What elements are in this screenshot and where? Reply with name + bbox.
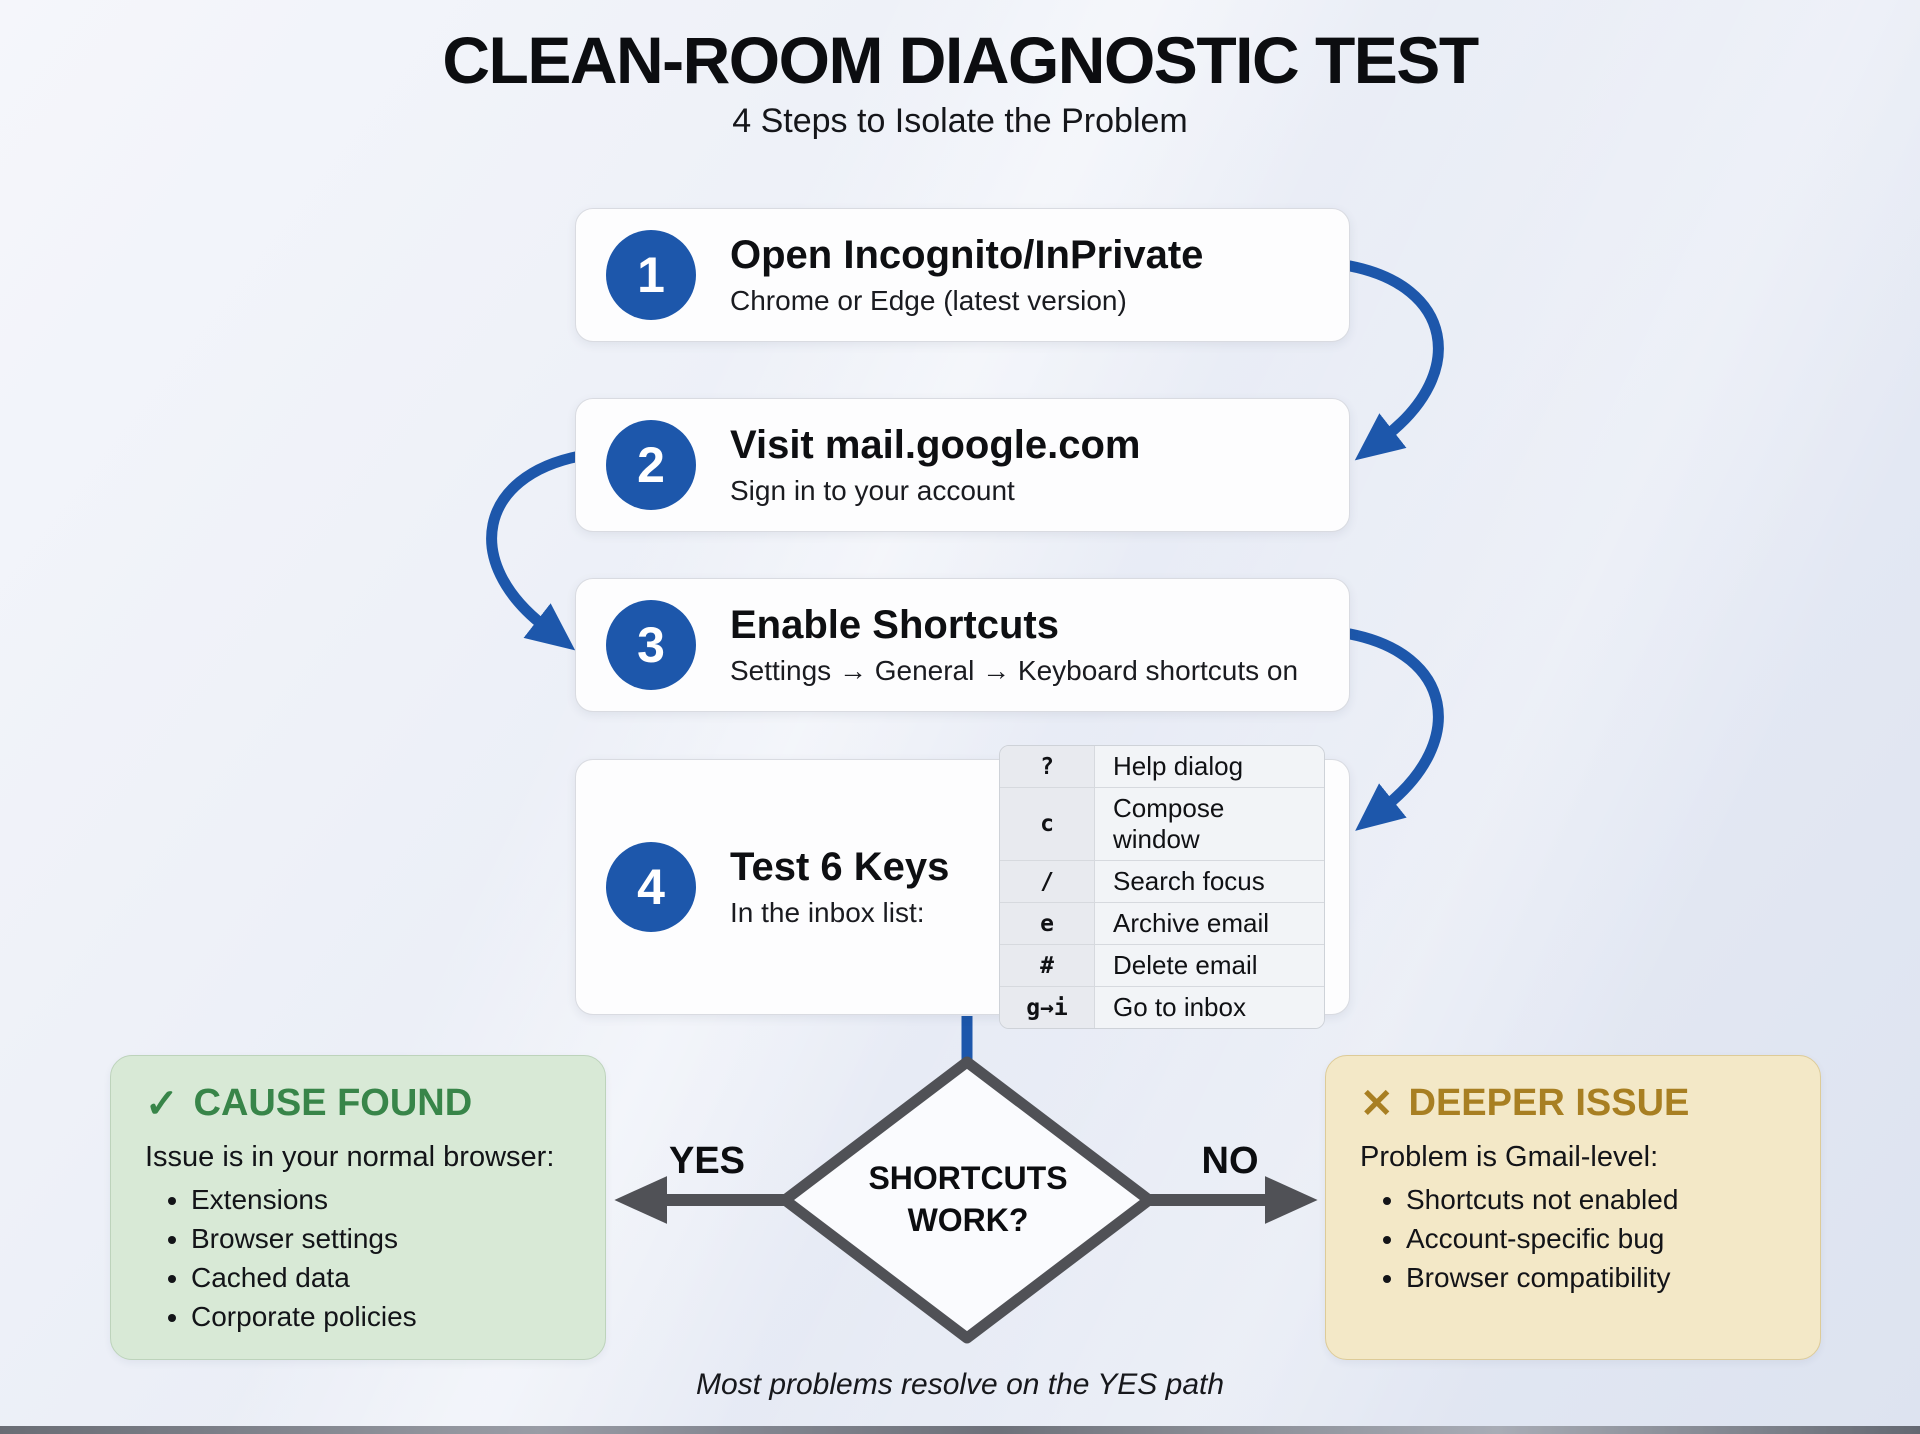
deeper-issue-heading-row: ✕ DEEPER ISSUE <box>1360 1082 1790 1125</box>
step-2-text: Visit mail.google.com Sign in to your ac… <box>730 423 1325 507</box>
shortcut-key: # <box>1000 944 1095 987</box>
deeper-issue-intro: Problem is Gmail-level: <box>1360 1141 1659 1173</box>
check-icon: ✓ <box>145 1081 179 1126</box>
shortcut-row: c Compose window <box>1000 787 1324 861</box>
shortcut-action: Go to inbox <box>1094 986 1324 1028</box>
shortcut-key: ? <box>1000 746 1095 788</box>
step-card-4: 4 Test 6 Keys In the inbox list: ? Help … <box>575 745 1350 1029</box>
x-icon: ✕ <box>1360 1081 1394 1126</box>
page-title: CLEAN-ROOM DIAGNOSTIC TEST <box>442 23 1479 97</box>
step-1-text: Open Incognito/InPrivate Chrome or Edge … <box>730 233 1325 317</box>
cause-found-list: Extensions Browser settings Cached data … <box>145 1184 575 1333</box>
cause-item: Cached data <box>191 1262 575 1294</box>
footer-note: Most problems resolve on the YES path <box>695 1368 1225 1401</box>
shortcut-table: ? Help dialog c Compose window / Search … <box>999 745 1325 1029</box>
shortcut-row: # Delete email <box>1000 944 1324 987</box>
step-4-description: In the inbox list: <box>730 896 925 928</box>
step-3-description: Settings → General → Keyboard shortcuts … <box>730 654 1299 686</box>
shortcut-row: e Archive email <box>1000 902 1324 945</box>
shortcut-key: e <box>1000 902 1095 945</box>
step-3-title: Enable Shortcuts <box>730 603 1059 648</box>
shortcut-action: Help dialog <box>1094 746 1324 788</box>
cause-item: Extensions <box>191 1184 575 1216</box>
connector-arrow-step1-step2 <box>1344 260 1444 461</box>
deeper-issue-list: Shortcuts not enabled Account-specific b… <box>1360 1184 1790 1294</box>
deeper-issue-heading: DEEPER ISSUE <box>1408 1082 1690 1124</box>
bottom-edge-artifact <box>0 1426 1920 1434</box>
step-card-3: 3 Enable Shortcuts Settings → General → … <box>575 578 1350 712</box>
page-subtitle: 4 Steps to Isolate the Problem <box>732 102 1188 140</box>
step-2-title: Visit mail.google.com <box>730 423 1141 468</box>
step-card-1: 1 Open Incognito/InPrivate Chrome or Edg… <box>575 208 1350 342</box>
step-4-title: Test 6 Keys <box>730 845 950 890</box>
connector-arrow-step2-step3 <box>486 450 586 651</box>
step-3-text: Enable Shortcuts Settings → General → Ke… <box>730 603 1325 687</box>
shortcut-action: Search focus <box>1094 860 1324 903</box>
shortcut-action: Delete email <box>1094 944 1324 987</box>
step-2-number-badge: 2 <box>606 420 696 510</box>
decision-question: SHORTCUTS WORK? <box>868 1160 1068 1238</box>
step-1-title: Open Incognito/InPrivate <box>730 233 1204 278</box>
shortcut-key: / <box>1000 860 1095 903</box>
cause-found-intro: Issue is in your normal browser: <box>145 1141 555 1173</box>
step-card-2: 2 Visit mail.google.com Sign in to your … <box>575 398 1350 532</box>
shortcut-key: g→i <box>1000 986 1095 1028</box>
cause-found-heading-row: ✓ CAUSE FOUND <box>145 1082 575 1125</box>
cause-item: Corporate policies <box>191 1301 575 1333</box>
issue-item: Browser compatibility <box>1406 1262 1790 1294</box>
cause-found-heading: CAUSE FOUND <box>193 1082 473 1124</box>
shortcut-row: g→i Go to inbox <box>1000 986 1324 1028</box>
issue-item: Shortcuts not enabled <box>1406 1184 1790 1216</box>
step-2-description: Sign in to your account <box>730 474 1015 506</box>
no-path-label: NO <box>1201 1140 1259 1182</box>
outcome-deeper-issue: ✕ DEEPER ISSUE Problem is Gmail-level: S… <box>1325 1055 1821 1360</box>
shortcut-action: Archive email <box>1094 902 1324 945</box>
step-1-description: Chrome or Edge (latest version) <box>730 284 1127 316</box>
shortcut-row: ? Help dialog <box>1000 746 1324 788</box>
connector-arrow-step3-step4 <box>1344 628 1444 831</box>
issue-item: Account-specific bug <box>1406 1223 1790 1255</box>
shortcut-action: Compose window <box>1094 787 1324 861</box>
step-4-number-badge: 4 <box>606 842 696 932</box>
outcome-cause-found: ✓ CAUSE FOUND Issue is in your normal br… <box>110 1055 606 1360</box>
cause-item: Browser settings <box>191 1223 575 1255</box>
yes-path-label: YES <box>668 1140 746 1182</box>
shortcut-row: / Search focus <box>1000 860 1324 903</box>
step-1-number-badge: 1 <box>606 230 696 320</box>
step-4-text: Test 6 Keys In the inbox list: <box>730 845 965 929</box>
step-3-number-badge: 3 <box>606 600 696 690</box>
shortcut-key: c <box>1000 787 1095 861</box>
